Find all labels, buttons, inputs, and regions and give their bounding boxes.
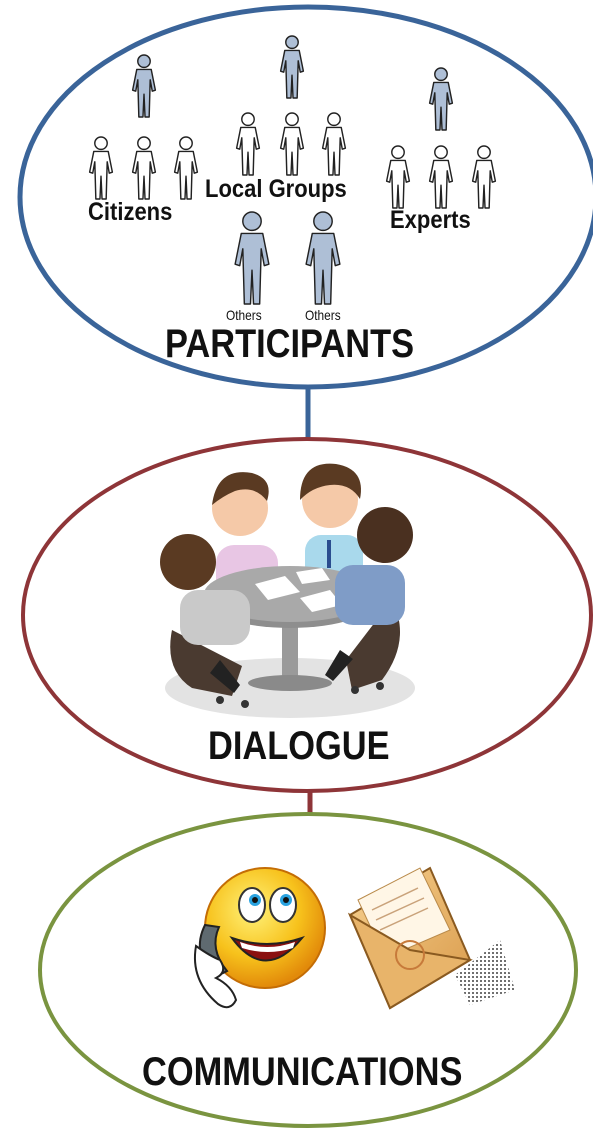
person-figure bbox=[279, 112, 305, 176]
person-figure bbox=[428, 145, 454, 209]
envelope-illustration bbox=[347, 866, 515, 1010]
meeting-illustration bbox=[160, 463, 415, 718]
person-figure bbox=[321, 112, 347, 176]
citizens-label: Citizens bbox=[88, 198, 173, 226]
person-figure bbox=[385, 145, 411, 209]
local-groups-label: Local Groups bbox=[205, 175, 347, 203]
person-figure bbox=[234, 211, 270, 305]
smiley-phone-illustration bbox=[194, 867, 326, 1009]
person-figure bbox=[131, 136, 157, 200]
experts-label: Experts bbox=[390, 206, 471, 234]
communications-title: COMMUNICATIONS bbox=[142, 1050, 463, 1094]
others-label-left: Others bbox=[226, 307, 262, 323]
person-figure bbox=[235, 112, 261, 176]
person-figure bbox=[88, 136, 114, 200]
person-figure bbox=[471, 145, 497, 209]
person-figure bbox=[428, 67, 454, 131]
person-figure bbox=[131, 54, 157, 118]
person-figure bbox=[173, 136, 199, 200]
person-figure bbox=[305, 211, 341, 305]
dialogue-title: DIALOGUE bbox=[208, 724, 390, 768]
others-label-right: Others bbox=[305, 307, 341, 323]
participant-figures bbox=[88, 35, 497, 305]
person-figure bbox=[279, 35, 305, 99]
participants-title: PARTICIPANTS bbox=[165, 322, 415, 366]
